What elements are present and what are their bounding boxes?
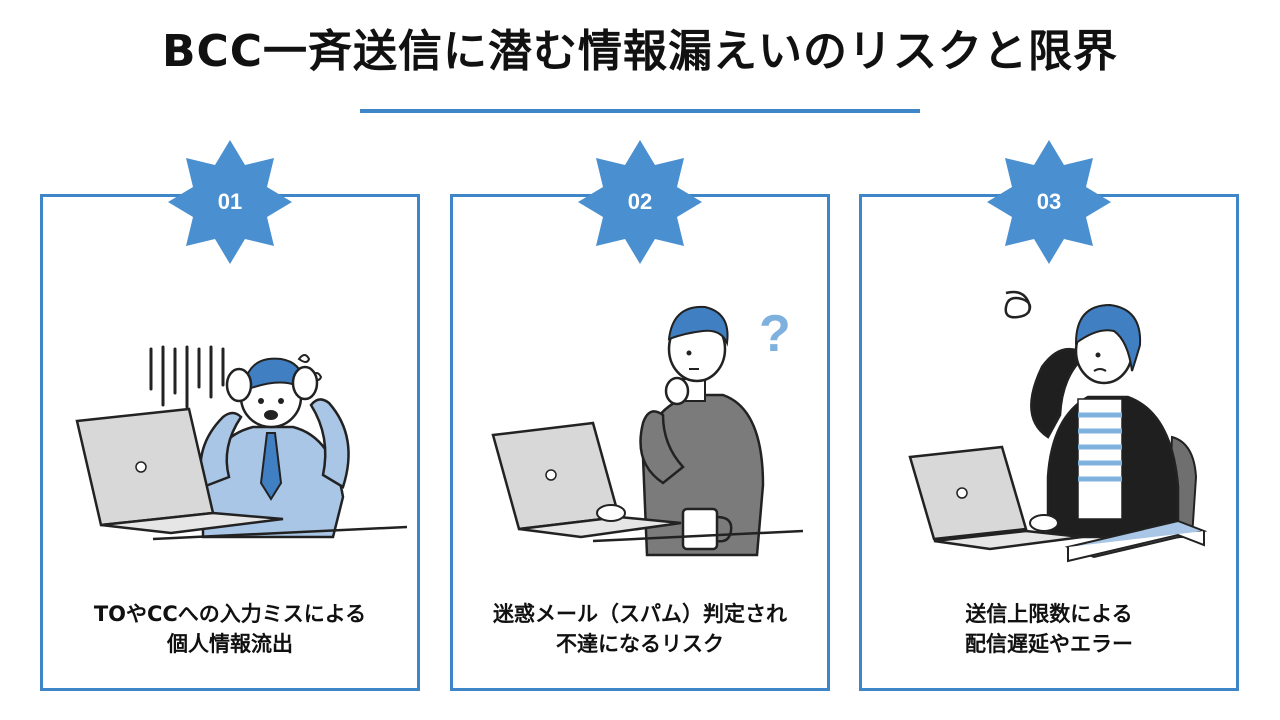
slide-title: BCC一斉送信に潜む情報漏えいのリスクと限界 [161,26,1119,77]
risk-caption-2-line2: 不達になるリスク [556,632,724,656]
number-badge-3: 03 [985,138,1113,266]
risk-card-3: 送信上限数による 配信遅延やエラー [859,194,1239,691]
panicking-businessman-at-laptop-illustration [75,345,407,541]
risk-caption-3-line2: 配信遅延やエラー [965,632,1133,656]
risk-caption-3-line1: 送信上限数による [965,602,1133,626]
risk-card-2: ? 迷惑メール（スパム）判定され 不達になるリスク [450,194,830,691]
thinking-man-with-question-mark-illustration: ? [491,305,804,557]
number-badge-2: 02 [576,138,704,266]
risk-caption-1: TOやCCへの入力ミスによる 個人情報流出 [43,599,417,659]
risk-caption-1-line1: TOやCCへの入力ミスによる [93,602,367,626]
svg-text:?: ? [759,305,791,363]
star-badge-icon [168,140,292,264]
risk-card-1: TOやCCへの入力ミスによる 個人情報流出 [40,194,420,691]
badge-number-2: 02 [627,189,653,214]
risk-caption-2: 迷惑メール（スパム）判定され 不達になるリスク [453,599,827,659]
number-badge-1: 01 [166,138,294,266]
risk-caption-1-line2: 個人情報流出 [167,632,293,656]
badge-number-1: 01 [217,189,243,214]
title-underline [360,109,920,113]
star-badge-icon [987,140,1111,264]
risk-caption-2-line1: 迷惑メール（スパム）判定され [493,602,787,626]
star-badge-icon [578,140,702,264]
risk-caption-3: 送信上限数による 配信遅延やエラー [862,599,1236,659]
troubled-woman-at-laptop-illustration [908,290,1208,563]
badge-number-3: 03 [1036,189,1062,214]
